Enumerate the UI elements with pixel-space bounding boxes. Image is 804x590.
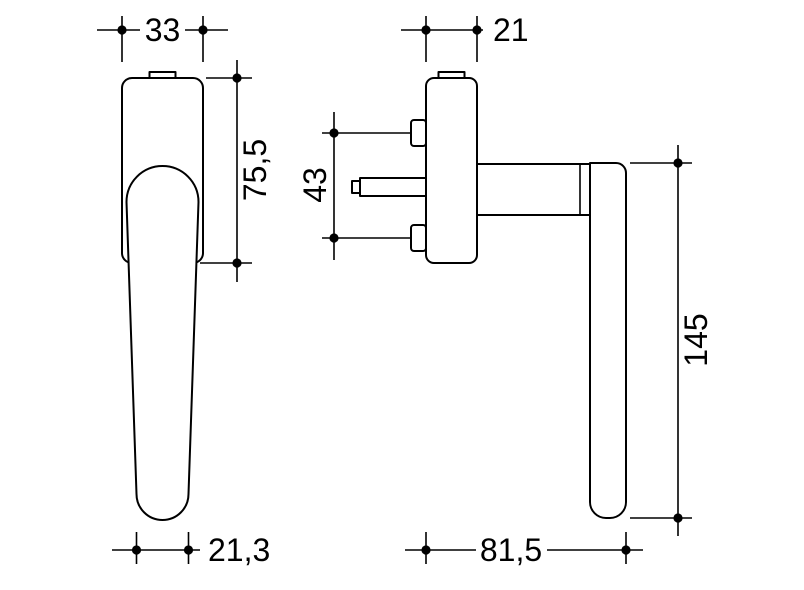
side-plate-outline <box>425 77 478 264</box>
dimension-rosette-height: 75,5 <box>200 60 273 282</box>
dimension-dot <box>232 73 242 83</box>
side-spindle <box>359 177 427 197</box>
dimension-dot <box>673 158 683 168</box>
dimension-dot <box>131 545 142 555</box>
dimension-screw-spacing: 43 <box>297 112 412 260</box>
side-grip-outline <box>589 162 627 519</box>
dimension-dot <box>673 513 683 523</box>
dimension-dot <box>329 233 339 243</box>
front-view: 33 75,5 21,3 <box>97 12 273 568</box>
dimension-overall-depth: 81,5 <box>405 532 643 568</box>
dimension-grip-length: 145 <box>630 145 714 536</box>
dimension-label-screw-spacing: 43 <box>297 167 333 203</box>
side-screw-lug-bottom <box>410 224 427 252</box>
side-handle-neck <box>476 163 593 216</box>
dimension-dot <box>621 545 631 555</box>
dimension-dot <box>472 25 482 35</box>
dimension-dot <box>421 545 431 555</box>
dimension-label-grip-width: 21,3 <box>208 532 270 568</box>
dimension-dot <box>117 25 127 35</box>
dimension-dot <box>232 258 242 268</box>
dimension-label-rosette-width: 33 <box>145 12 181 48</box>
dimension-label-rosette-height: 75,5 <box>237 139 273 201</box>
front-handle-outline <box>125 165 200 521</box>
dimension-dot <box>183 545 194 555</box>
dimension-dot <box>421 25 431 35</box>
dimension-rosette-width: 33 <box>97 12 228 62</box>
dimension-label-plate-depth: 21 <box>493 12 529 48</box>
dimension-label-grip-length: 145 <box>678 313 714 366</box>
dimension-dot <box>198 25 208 35</box>
dimension-plate-depth: 21 <box>401 12 529 62</box>
side-view: 21 43 145 81,5 <box>297 12 714 568</box>
dimension-grip-width: 21,3 <box>112 532 270 568</box>
side-screw-lug-top <box>410 119 427 147</box>
dimension-dot <box>329 128 339 138</box>
dimension-label-overall-depth: 81,5 <box>480 532 542 568</box>
